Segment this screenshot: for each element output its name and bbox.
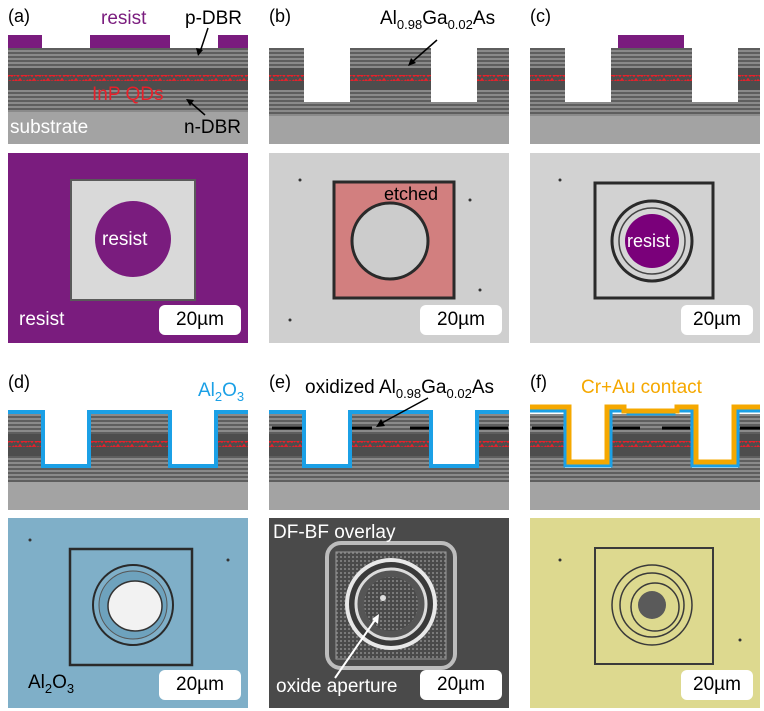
label-micro-al2o3-sub2: 3	[66, 680, 75, 696]
label-p-dbr: p-DBR	[185, 8, 243, 29]
arrow-oxidized	[379, 397, 429, 425]
arrow-p-dbr	[199, 27, 209, 53]
label-oxidized-sub1: 0.98	[395, 385, 422, 401]
label-inp-qds: InP QDs	[92, 84, 164, 105]
label-oxidized: oxidized Al0.98Ga0.02As	[305, 378, 494, 400]
scale-bar-d: 20µm	[159, 670, 241, 700]
resist-block-center	[90, 35, 170, 48]
panel-letter-f: (f)	[530, 372, 547, 392]
resist-block-right	[218, 35, 248, 48]
panel-letter-e: (e)	[269, 372, 291, 392]
label-micro-al2o3-prefix: Al	[28, 672, 45, 693]
label-al2o3-sub2: 3	[236, 388, 245, 404]
schematic-e	[269, 397, 509, 510]
arrow-algaas	[411, 39, 438, 63]
label-algaas-suffix: As	[472, 8, 496, 29]
label-al2o3-sub1: 2	[214, 388, 223, 404]
label-algaas-sub2: 0.02	[447, 16, 473, 32]
label-oxidized-sub2: 0.02	[446, 385, 472, 401]
label-micro-resist-c: resist	[627, 231, 671, 251]
label-cr-au-contact: Cr+Au contact	[581, 377, 702, 398]
label-substrate: substrate	[10, 117, 89, 138]
label-micro-al2o3-mid: O	[52, 672, 67, 693]
label-micro-resist-corner: resist	[19, 309, 65, 330]
label-algaas-mid: Ga	[422, 8, 448, 29]
resist-block-left	[8, 35, 42, 48]
label-df-bf-overlay: DF-BF overlay	[273, 522, 396, 543]
scale-bar-e: 20µm	[420, 670, 502, 700]
panel-letter-b: (b)	[269, 6, 291, 26]
arrow-aperture	[334, 619, 376, 679]
arrow-n-dbr	[189, 101, 206, 116]
label-micro-resist-center: resist	[102, 229, 148, 250]
al2o3-layer	[8, 410, 248, 468]
label-oxidized-suffix: As	[471, 377, 495, 398]
label-al2o3: Al2O3	[198, 381, 244, 403]
label-micro-al2o3-sub1: 2	[44, 680, 53, 696]
panel-letter-d: (d)	[8, 372, 30, 392]
scale-bar-f: 20µm	[681, 670, 753, 700]
label-algaas-prefix: Al	[380, 8, 397, 29]
schematic-d	[8, 410, 248, 510]
label-micro-al2o3: Al2O3	[28, 673, 74, 695]
scale-bar-a: 20µm	[159, 305, 241, 335]
scale-bar-b: 20µm	[420, 305, 502, 335]
schematic-c	[530, 35, 760, 144]
panel-letter-a: (a)	[8, 6, 30, 26]
resist-block	[618, 35, 684, 48]
scale-bar-c: 20µm	[681, 305, 753, 335]
label-oxidized-mid: Ga	[421, 377, 447, 398]
label-oxidized-prefix: oxidized Al	[305, 377, 396, 398]
schematic-b	[269, 39, 509, 144]
cr-au-contact-layer	[530, 404, 760, 465]
label-algaas-sub1: 0.98	[396, 16, 423, 32]
schematic-f	[530, 404, 760, 510]
schematic-a	[8, 27, 248, 144]
micrograph-a	[8, 153, 248, 343]
label-resist-top: resist	[101, 8, 147, 29]
label-etched: etched	[384, 184, 439, 204]
micrograph-b	[269, 153, 509, 343]
label-algaas: Al0.98Ga0.02As	[380, 9, 495, 31]
label-oxide-aperture: oxide aperture	[276, 676, 398, 697]
panel-letter-c: (c)	[530, 6, 551, 26]
label-al2o3-mid: O	[222, 380, 237, 401]
micrograph-e	[269, 518, 509, 708]
label-n-dbr: n-DBR	[184, 117, 242, 138]
label-al2o3-prefix: Al	[198, 380, 215, 401]
